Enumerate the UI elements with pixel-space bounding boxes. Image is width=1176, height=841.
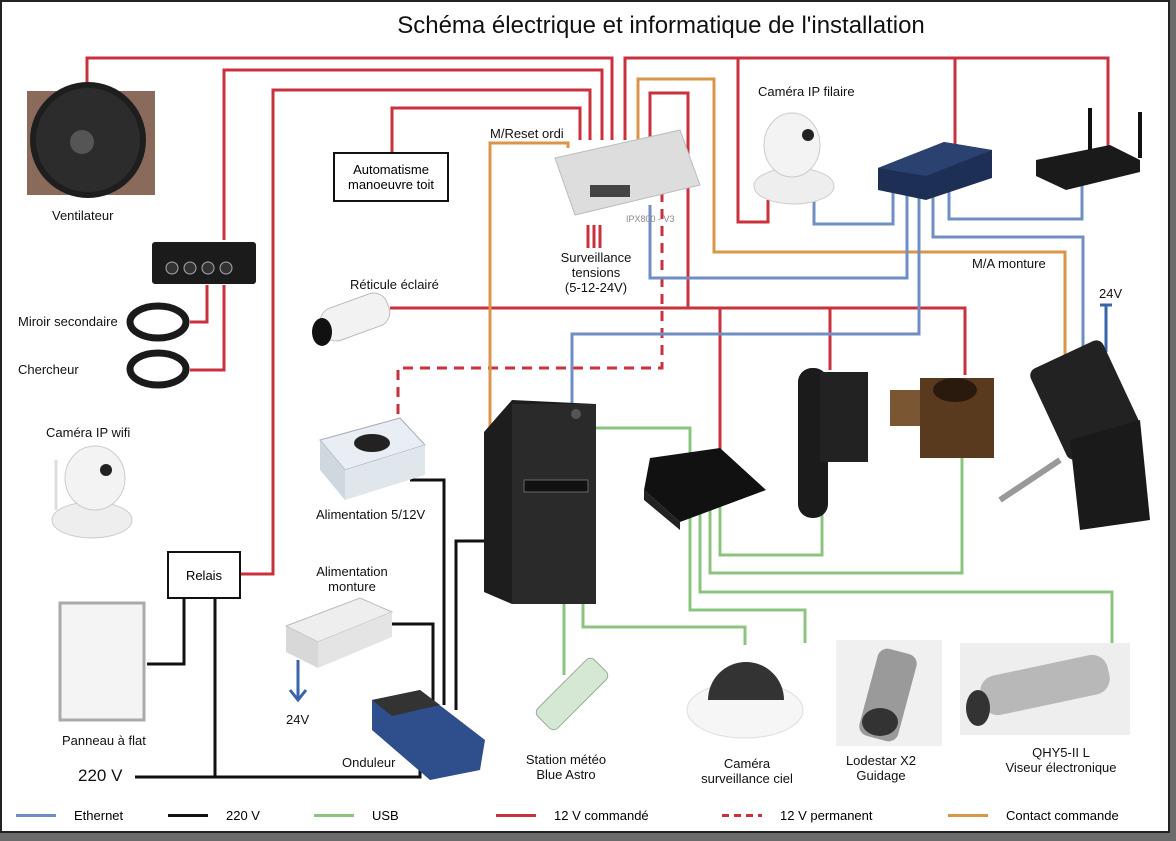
wire-miroir (190, 285, 209, 324)
label-220v: 220 V (78, 766, 123, 785)
legend-usb: USB (314, 808, 399, 823)
legend-swatch-contact (948, 814, 988, 817)
label-reticule: Réticule éclairé (350, 277, 439, 292)
wires-ethernet (570, 185, 1085, 405)
wire-cam-filaire (623, 56, 770, 224)
label-alim-monture: Alimentation monture (316, 564, 388, 594)
wire-eth-ipx (648, 185, 909, 280)
label-miroir-secondaire: Miroir secondaire (18, 314, 118, 329)
camera-filaire-image (753, 112, 835, 205)
label-onduleur: Onduleur (342, 755, 396, 770)
relais-box: Relais (167, 551, 241, 599)
wire-eth-cam (812, 185, 895, 226)
label-station-meteo: Station météo Blue Astro (525, 752, 607, 782)
oag-image (890, 378, 994, 458)
label-qhy: QHY5-II L Viseur électronique (1005, 745, 1117, 775)
label-automatisme: Automatisme manoeuvre toit (348, 162, 434, 192)
legend-12v-permanent: 12 V permanent (722, 808, 873, 823)
label-ventilateur: Ventilateur (52, 208, 114, 223)
usb-hub-image (644, 448, 766, 530)
label-relais: Relais (185, 567, 223, 583)
legend-220v: 220 V (168, 808, 260, 823)
legend-12v-commande: 12 V commandé (496, 808, 649, 823)
label-alim-512: Alimentation 5/12V (316, 507, 426, 522)
pc-tower-image (484, 400, 596, 604)
wire-alim-monture (386, 622, 435, 705)
mount-image (998, 340, 1150, 530)
wire-alim-permanent (396, 192, 664, 420)
wire-usb-camciel (581, 602, 747, 645)
wire-usb-pc-hub (594, 426, 692, 462)
wire-eth-router (947, 185, 1084, 221)
legend-swatch-usb (314, 814, 354, 817)
legend-ethernet: Ethernet (16, 808, 123, 823)
reticule-image (312, 292, 391, 346)
dew-strap-chercheur-image (126, 349, 190, 389)
camera-wifi-image (51, 445, 133, 539)
label-camera-ciel: Caméra surveillance ciel (701, 756, 793, 786)
wires-220v (135, 478, 484, 779)
wire-chercheur (190, 285, 226, 372)
wires-12v-permanent (396, 192, 664, 420)
wire-alim512 (410, 478, 446, 705)
wire-eth-pc (570, 185, 921, 405)
diagram-title: Schéma électrique et informatique de l'i… (397, 12, 925, 39)
camera-ciel-image (686, 662, 804, 739)
label-camera-wifi: Caméra IP wifi (46, 425, 131, 440)
wire-ipx-main (648, 91, 967, 375)
label-chercheur: Chercheur (18, 362, 79, 377)
alim-monture-image (284, 597, 394, 668)
heater-controller-image (152, 242, 256, 284)
legend-swatch-220v (168, 814, 208, 817)
legend-swatch-12v-commande (496, 814, 536, 817)
label-panneau-flat: Panneau à flat (62, 733, 146, 748)
wire-eth-mount (931, 185, 1085, 350)
qhy-image (960, 643, 1130, 735)
automatisme-box: Automatisme manoeuvre toit (333, 152, 449, 202)
wires-usb (562, 426, 1114, 675)
wire-ventilateur (85, 56, 614, 140)
wire-automatisme (390, 106, 582, 152)
wire-usb-lodestar (688, 505, 807, 643)
filter-wheel-image (798, 368, 868, 518)
legend-swatch-ethernet (16, 814, 56, 817)
wire-reset-ordi (488, 141, 570, 430)
label-surveillance-tensions: Surveillance tensions (5-12-24V) (560, 250, 632, 295)
legend-contact-commande: Contact commande (948, 808, 1119, 823)
network-switch-image (878, 142, 992, 200)
wire-pc (454, 539, 484, 710)
dew-strap-miroir-image (126, 302, 190, 342)
onduleur-image (372, 690, 485, 780)
wire-usb-oag (708, 457, 964, 575)
label-lodestar: Lodestar X2 Guidage (845, 753, 917, 783)
label-camera-filaire: Caméra IP filaire (758, 84, 855, 99)
ventilateur-image (27, 82, 155, 198)
label-24v-monture: 24V (1099, 286, 1123, 301)
wire-focuser-controller (222, 68, 604, 240)
lodestar-image (836, 640, 942, 746)
label-ipx800: IPX800 - V3 (626, 214, 675, 224)
wire-relais (240, 88, 592, 576)
label-24v-alim: 24V (286, 712, 310, 727)
legend-swatch-12v-permanent (722, 814, 762, 817)
flat-panel-image (58, 601, 146, 722)
wire-router (955, 56, 1110, 150)
wires-contact (488, 77, 1067, 430)
wire-flat (147, 598, 186, 666)
wire-ma-monture (636, 77, 1067, 370)
alim-512-image (319, 417, 426, 500)
v24-indicators (288, 303, 1112, 703)
ipx800-image (554, 129, 701, 216)
wire-usb-qhy (698, 505, 1114, 650)
wires-12v-commande (85, 56, 1110, 576)
router-image (1036, 108, 1142, 190)
label-reset-ordi: M/Reset ordi (490, 126, 564, 141)
station-meteo-image (535, 657, 609, 731)
label-ma-monture: M/A monture (972, 256, 1046, 271)
